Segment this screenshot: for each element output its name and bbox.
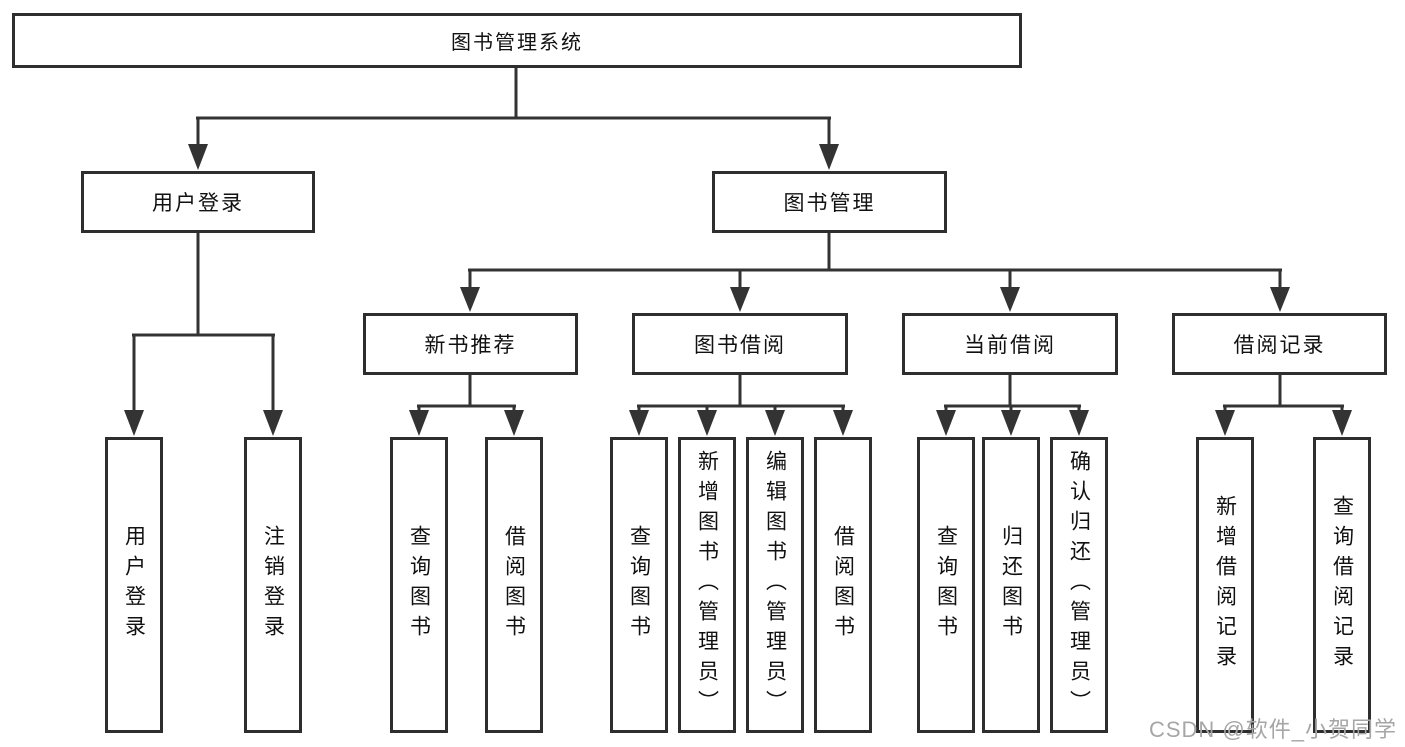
connector-borrow-records-children xyxy=(1215,375,1352,436)
arrow-down-icon xyxy=(1332,410,1352,436)
arrow-down-icon xyxy=(263,410,283,436)
arrow-down-icon xyxy=(765,410,785,436)
leaf-logout: 注销登录 xyxy=(244,437,302,733)
leaf-add-borrow-record-label: 新增借阅记录 xyxy=(1213,495,1237,675)
node-borrow-records: 借阅记录 xyxy=(1172,313,1387,375)
leaf-query-borrow-record: 查询借阅记录 xyxy=(1313,437,1371,733)
arrow-down-icon xyxy=(1000,287,1020,312)
leaf-borrow-books-recommend-label: 借阅图书 xyxy=(502,525,526,645)
connector-root-to-level2 xyxy=(188,68,839,170)
arrow-down-icon xyxy=(936,410,956,436)
node-borrow-records-label: 借阅记录 xyxy=(1233,334,1326,357)
leaf-user-login: 用户登录 xyxy=(105,437,163,733)
connector-current-borrow-children xyxy=(936,375,1089,436)
leaf-logout-label: 注销登录 xyxy=(261,525,285,645)
node-user-login-label: 用户登录 xyxy=(152,192,244,215)
arrow-down-icon xyxy=(460,287,480,312)
leaf-edit-books-admin: 编辑图书（管理员） xyxy=(746,437,804,733)
leaf-query-books-borrow-label: 查询图书 xyxy=(627,525,651,645)
leaf-query-books-recommend: 查询图书 xyxy=(390,437,448,733)
node-user-login: 用户登录 xyxy=(81,171,315,233)
node-book-borrow: 图书借阅 xyxy=(632,313,848,375)
arrow-down-icon xyxy=(409,410,429,436)
leaf-edit-books-admin-label: 编辑图书（管理员） xyxy=(763,450,787,720)
csdn-watermark: CSDN @软件_小贺同学 xyxy=(1148,717,1397,742)
arrow-down-icon xyxy=(730,287,750,312)
node-new-book-recommend: 新书推荐 xyxy=(363,313,578,375)
node-book-management-label: 图书管理 xyxy=(783,192,876,215)
arrow-down-icon xyxy=(1270,287,1290,312)
node-book-borrow-label: 图书借阅 xyxy=(694,334,786,357)
connector-book-borrow-children xyxy=(629,375,853,436)
connector-new-book-recommend-children xyxy=(409,375,524,436)
arrow-down-icon xyxy=(833,410,853,436)
leaf-add-borrow-record: 新增借阅记录 xyxy=(1196,437,1254,733)
leaf-query-books-current: 查询图书 xyxy=(917,437,975,733)
connector-user-login-children xyxy=(124,233,283,436)
leaf-confirm-return-admin-label: 确认归还（管理员） xyxy=(1067,450,1091,720)
node-new-book-recommend-label: 新书推荐 xyxy=(424,334,517,357)
arrow-down-icon xyxy=(1215,410,1235,436)
leaf-query-books-recommend-label: 查询图书 xyxy=(407,525,431,645)
arrow-down-icon xyxy=(124,410,144,436)
leaf-confirm-return-admin: 确认归还（管理员） xyxy=(1050,437,1108,733)
leaf-user-login-label: 用户登录 xyxy=(122,525,146,645)
connector-book-management-children xyxy=(460,233,1290,312)
node-current-borrow: 当前借阅 xyxy=(902,313,1118,375)
leaf-return-books: 归还图书 xyxy=(982,437,1040,733)
leaf-query-borrow-record-label: 查询借阅记录 xyxy=(1330,495,1354,675)
arrow-down-icon xyxy=(504,410,524,436)
leaf-borrow-books-recommend: 借阅图书 xyxy=(485,437,543,733)
arrow-down-icon xyxy=(188,144,208,170)
node-book-management: 图书管理 xyxy=(712,171,947,233)
leaf-return-books-label: 归还图书 xyxy=(999,525,1023,645)
node-library-system: 图书管理系统 xyxy=(12,13,1022,68)
leaf-query-books-borrow: 查询图书 xyxy=(610,437,668,733)
arrow-down-icon xyxy=(629,410,649,436)
arrow-down-icon xyxy=(697,410,717,436)
leaf-borrow-books: 借阅图书 xyxy=(814,437,872,733)
leaf-add-books-admin: 新增图书（管理员） xyxy=(678,437,736,733)
leaf-query-books-current-label: 查询图书 xyxy=(934,525,958,645)
arrow-down-icon xyxy=(819,144,839,170)
arrow-down-icon xyxy=(1069,410,1089,436)
leaf-add-books-admin-label: 新增图书（管理员） xyxy=(695,450,719,720)
leaf-borrow-books-label: 借阅图书 xyxy=(831,525,855,645)
arrow-down-icon xyxy=(1001,410,1021,436)
node-current-borrow-label: 当前借阅 xyxy=(964,334,1056,357)
node-library-system-label: 图书管理系统 xyxy=(451,32,583,54)
